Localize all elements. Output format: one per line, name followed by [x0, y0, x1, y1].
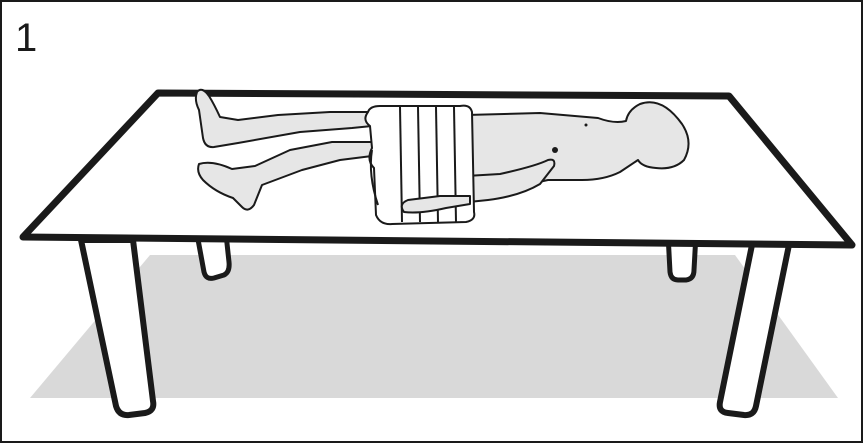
chest-mark: [585, 124, 588, 127]
navel-mark: [552, 147, 558, 153]
panel-number: 1: [15, 18, 37, 58]
